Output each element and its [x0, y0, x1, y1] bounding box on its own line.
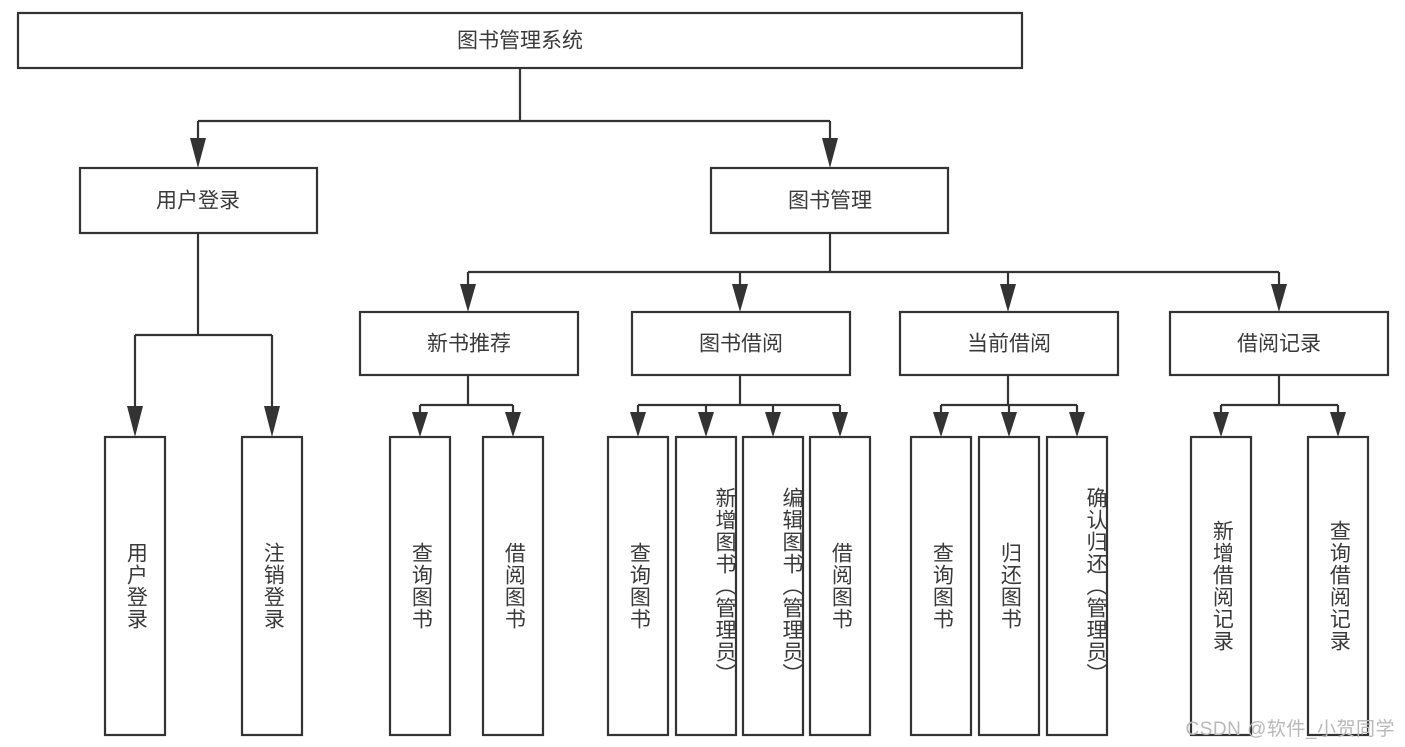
leaf-box-bb-query-book[interactable] [606, 435, 670, 737]
arrow-head-borrow-c3 [765, 412, 781, 437]
leaf-box-user-login[interactable] [103, 435, 167, 737]
leaf-box-bb-edit-book[interactable] [741, 435, 805, 737]
node-root-label: 图书管理系统 [457, 30, 583, 53]
arrow-head-record-c2 [1330, 412, 1346, 437]
arrow-head-record-c1 [1213, 412, 1229, 437]
leaf-box-bb-borrow-book[interactable] [808, 435, 872, 737]
node-book-borrow-label: 图书借阅 [699, 333, 783, 356]
connector-group-record-children [1213, 375, 1346, 437]
arrow-head-borrow-c4 [832, 412, 848, 437]
arrow-head-book-manage [822, 138, 838, 168]
node-root[interactable] [16, 11, 1024, 70]
node-book-manage-label: 图书管理 [788, 190, 872, 213]
leaf-box-br-add-record[interactable] [1189, 435, 1253, 737]
leaf-box-cb-confirm-return[interactable] [1045, 435, 1109, 737]
leaf-box-bb-add-book[interactable] [674, 435, 738, 737]
arrow-head-current [1000, 284, 1016, 312]
leaf-box-nb-borrow-book[interactable] [481, 435, 545, 737]
arrow-head-borrow [732, 284, 748, 312]
node-borrow-record[interactable] [1168, 310, 1390, 377]
arrow-head-user-login [190, 138, 206, 168]
connector-group-newbook-children [412, 375, 521, 437]
arrow-head-borrow-c2 [698, 412, 714, 437]
node-borrow-record-label: 借阅记录 [1237, 333, 1321, 356]
connector-group-user-login [127, 233, 280, 437]
node-user-login[interactable] [78, 166, 319, 235]
arrow-head-borrow-c1 [630, 412, 646, 437]
leaf-box-nb-query-book[interactable] [388, 435, 452, 737]
arrow-head-newbook [460, 284, 476, 312]
arrow-head-record [1271, 284, 1287, 312]
node-book-borrow[interactable] [630, 310, 852, 377]
arrow-head-current-c1 [933, 412, 949, 437]
node-current-borrow-label: 当前借阅 [967, 333, 1051, 356]
connector-group-root [190, 68, 838, 168]
leaf-box-cb-return-book[interactable] [977, 435, 1041, 737]
leaf-box-logout[interactable] [240, 435, 304, 737]
arrow-head-newbook-c2 [505, 412, 521, 437]
arrow-head-leaf-logout [264, 406, 280, 437]
arrow-head-current-c2 [1001, 412, 1017, 437]
connector-group-borrow-children [630, 375, 848, 437]
arrow-head-newbook-c1 [412, 412, 428, 437]
leaf-box-cb-query-book[interactable] [909, 435, 973, 737]
watermark-text: CSDN @软件_小贺同学 [1185, 719, 1395, 740]
node-user-login-label: 用户登录 [156, 190, 240, 213]
node-new-book-recommend-label: 新书推荐 [427, 333, 511, 356]
node-new-book-recommend[interactable] [358, 310, 580, 377]
leaf-box-br-query-record[interactable] [1306, 435, 1370, 737]
arrow-head-leaf-user-login [127, 406, 143, 437]
node-book-manage[interactable] [709, 166, 950, 235]
arrow-head-current-c3 [1069, 412, 1085, 437]
connector-group-current-children [933, 375, 1085, 437]
node-current-borrow[interactable] [898, 310, 1120, 377]
connector-group-book-manage [460, 233, 1287, 312]
